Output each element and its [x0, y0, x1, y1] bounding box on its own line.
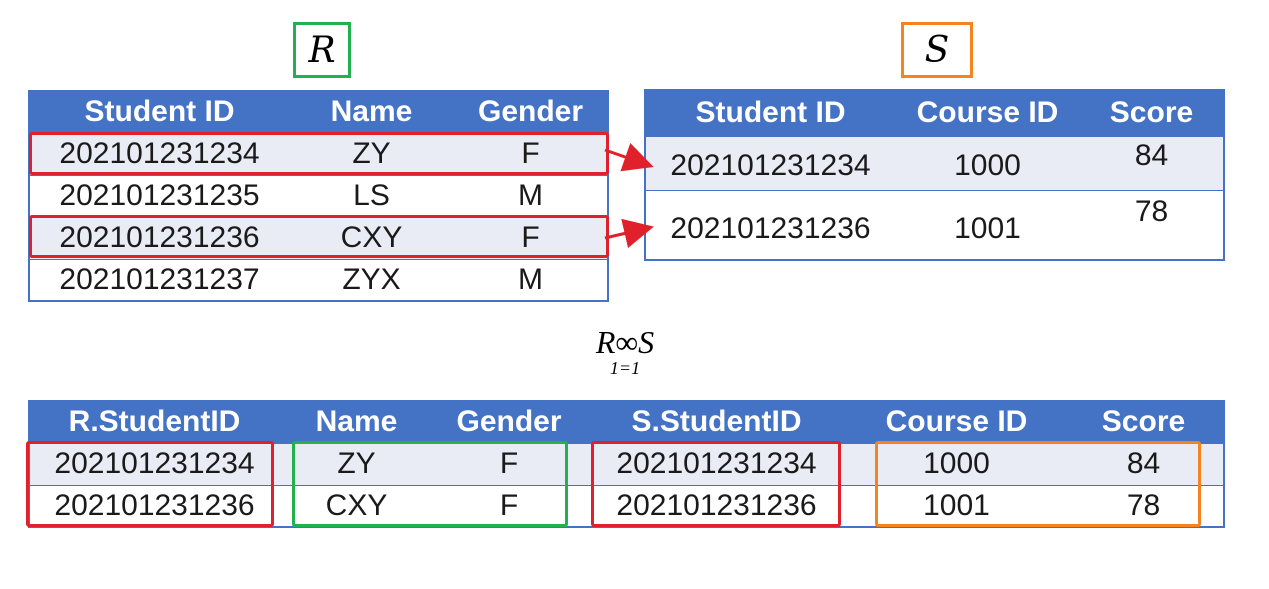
- table-cell: 84: [1064, 442, 1224, 485]
- table-row: 202101231236 1001 78: [645, 189, 1224, 260]
- join-right: S: [638, 324, 655, 360]
- relation-r-label: R: [293, 22, 351, 78]
- table-cell: 202101231234: [29, 132, 289, 175]
- table-row: 202101231234 ZY F 202101231234 1000 84: [29, 442, 1224, 485]
- column-header: Name: [289, 91, 454, 133]
- table-cell: 78: [1080, 189, 1224, 260]
- table-cell: 202101231234: [584, 442, 849, 485]
- column-header: Score: [1080, 90, 1224, 136]
- table-cell: CXY: [279, 484, 434, 527]
- result-table: R.StudentID Name Gender S.StudentID Cour…: [28, 400, 1225, 528]
- table-cell: 1000: [895, 135, 1080, 190]
- table-row: 202101231234 ZY F: [29, 132, 608, 175]
- column-header: Course ID: [895, 90, 1080, 136]
- table-cell: M: [454, 174, 608, 217]
- table-cell: 202101231234: [29, 442, 279, 485]
- relation-s-label: S: [901, 22, 973, 78]
- column-header: R.StudentID: [29, 401, 279, 443]
- join-condition: 1=1: [609, 358, 641, 378]
- table-row: 202101231236 CXY F: [29, 216, 608, 259]
- column-header: S.StudentID: [584, 401, 849, 443]
- result-highlight-s-studentid: [591, 441, 841, 527]
- table-cell: ZYX: [289, 258, 454, 301]
- table-cell: M: [454, 258, 608, 301]
- table-cell: ZY: [289, 132, 454, 175]
- table-row: 202101231237 ZYX M: [29, 258, 608, 301]
- arrow-row1-icon: [604, 142, 654, 172]
- table-cell: F: [434, 442, 584, 485]
- column-header: Gender: [454, 91, 608, 133]
- table-header-row: Student ID Name Gender: [29, 91, 608, 133]
- table-row: 202101231235 LS M: [29, 174, 608, 217]
- table-header-row: R.StudentID Name Gender S.StudentID Cour…: [29, 401, 1224, 443]
- relation-r-table: Student ID Name Gender 202101231234 ZY F…: [28, 90, 609, 302]
- arrow-row3-icon: [604, 218, 654, 249]
- relation-s-table: Student ID Course ID Score 202101231234 …: [644, 89, 1225, 261]
- column-header: Gender: [434, 401, 584, 443]
- column-header: Student ID: [29, 91, 289, 133]
- table-cell: 202101231236: [29, 216, 289, 259]
- column-header: Name: [279, 401, 434, 443]
- join-left: R: [595, 324, 616, 360]
- column-header: Course ID: [849, 401, 1064, 443]
- table-cell: 1001: [895, 189, 1080, 260]
- table-cell: F: [434, 484, 584, 527]
- match-highlight-r-row-1: [29, 132, 609, 175]
- column-header: Student ID: [645, 90, 895, 136]
- table-cell: 202101231236: [29, 484, 279, 527]
- table-cell: 202101231236: [584, 484, 849, 527]
- table-cell: ZY: [279, 442, 434, 485]
- join-formula: R∞S 1=1: [575, 324, 675, 378]
- table-cell: LS: [289, 174, 454, 217]
- table-row: 202101231236 CXY F 202101231236 1001 78: [29, 484, 1224, 527]
- table-header-row: Student ID Course ID Score: [645, 90, 1224, 136]
- join-symbol: ∞: [615, 324, 639, 360]
- table-cell: 84: [1080, 135, 1224, 190]
- column-header: Score: [1064, 401, 1224, 443]
- table-cell: 202101231237: [29, 258, 289, 301]
- table-cell: 202101231234: [645, 135, 895, 190]
- result-highlight-r-attributes: [292, 441, 568, 527]
- table-cell: 1001: [849, 484, 1064, 527]
- result-highlight-s-attributes: [875, 441, 1201, 527]
- result-highlight-r-studentid: [26, 441, 274, 527]
- table-cell: 1000: [849, 442, 1064, 485]
- table-row: 202101231234 1000 84: [645, 135, 1224, 190]
- table-cell: 78: [1064, 484, 1224, 527]
- table-cell: F: [454, 132, 608, 175]
- table-cell: 202101231235: [29, 174, 289, 217]
- table-cell: CXY: [289, 216, 454, 259]
- table-cell: 202101231236: [645, 189, 895, 260]
